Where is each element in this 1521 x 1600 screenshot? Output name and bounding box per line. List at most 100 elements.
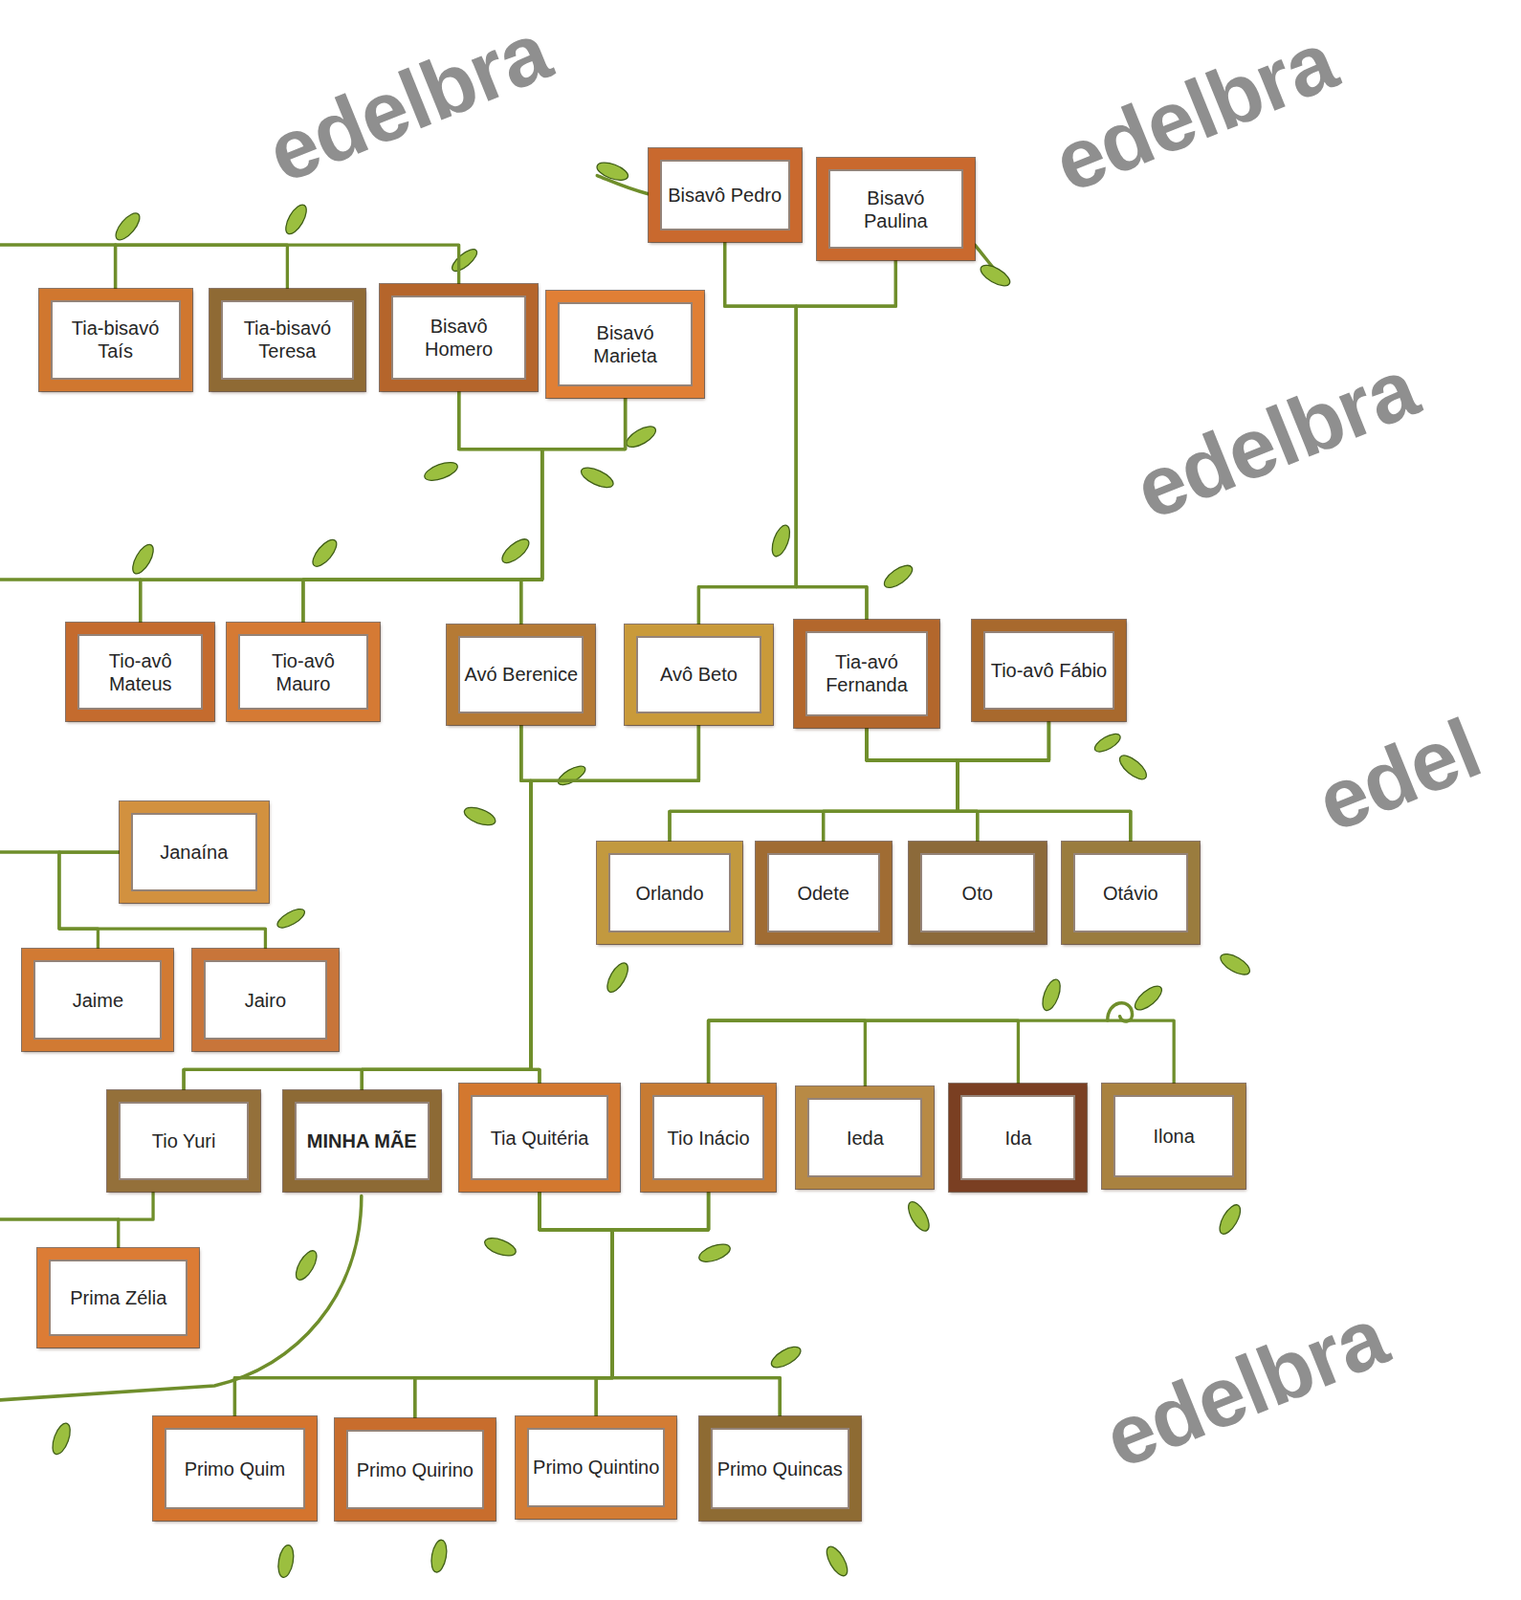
leaf — [48, 1421, 74, 1457]
family-frame: Tia-bisavó Taís — [39, 288, 193, 392]
vine-connector — [115, 244, 288, 289]
family-frame: Tio-avô Mauro — [226, 622, 380, 723]
leaf — [482, 1234, 518, 1260]
family-frame: Avô Beto — [624, 624, 773, 726]
leaf — [768, 1343, 804, 1372]
vine-connector — [234, 1191, 613, 1417]
person-name: Ilona — [1152, 1124, 1194, 1148]
person-name: MINHA MÃE — [307, 1129, 418, 1153]
leaf — [822, 1543, 852, 1580]
vine-curl — [1107, 1003, 1133, 1022]
vine-connector — [234, 1191, 708, 1417]
family-frame: Jairo — [192, 948, 340, 1052]
vine-line — [0, 577, 140, 582]
vine-connector — [698, 242, 796, 625]
vine-connector — [669, 727, 958, 843]
person-name: Otávio — [1102, 881, 1159, 905]
leaf — [274, 905, 308, 932]
watermark: edel — [1303, 699, 1494, 852]
vine-line — [0, 1217, 119, 1222]
vine-connector — [118, 1191, 154, 1249]
vine-connector — [866, 727, 978, 843]
person-name: Odete — [796, 881, 849, 905]
watermark: edelbra — [1040, 12, 1349, 213]
family-frame: Janaína — [119, 801, 269, 904]
person-name: Tio-avô Mateus — [83, 649, 198, 696]
leaf — [276, 1543, 297, 1579]
watermark: edelbra — [1091, 1288, 1400, 1489]
leaf — [623, 422, 660, 452]
vine-connector — [698, 260, 896, 625]
family-frame: Ilona — [1102, 1083, 1245, 1190]
vine-connector — [669, 721, 1049, 842]
family-frame: Jaime — [22, 948, 174, 1052]
vine-connector — [957, 721, 1050, 842]
vine-connector — [708, 1020, 1019, 1084]
family-frame: Primo Quim — [153, 1416, 317, 1521]
person-name: Ida — [1005, 1126, 1033, 1150]
family-frame: Oto — [908, 841, 1047, 945]
family-frame: MINHA MÃE — [283, 1090, 441, 1193]
family-frame: Prima Zélia — [37, 1248, 199, 1348]
vine-connector — [612, 1191, 780, 1417]
person-name: Ieda — [846, 1126, 884, 1150]
family-frame: Tio Yuri — [107, 1090, 261, 1193]
vine-connector — [115, 244, 460, 289]
person-name: Tia-avó Fernanda — [811, 650, 923, 697]
leaf — [128, 541, 157, 577]
family-frame: Ida — [948, 1083, 1087, 1192]
vine-connector — [415, 1191, 709, 1419]
vine-connector — [708, 1020, 866, 1087]
family-frame: Avó Berenice — [446, 624, 596, 726]
family-frame: Otávio — [1061, 841, 1200, 945]
vine-connector — [303, 397, 626, 623]
person-name: Tio Yuri — [152, 1129, 217, 1153]
person-name: Tio Inácio — [667, 1126, 750, 1150]
leaf — [595, 158, 631, 184]
person-name: Oto — [962, 881, 993, 905]
leaf — [1038, 977, 1064, 1014]
leaf — [291, 1248, 321, 1284]
vine-branches — [0, 176, 1133, 1401]
family-frame: Odete — [755, 841, 892, 945]
leaf — [1131, 982, 1167, 1014]
leaf — [421, 459, 460, 485]
person-name: Tia Quitéria — [490, 1126, 590, 1150]
watermark: edelbra — [254, 1, 563, 202]
person-name: Avó Berenice — [463, 662, 578, 686]
family-frame: Orlando — [596, 841, 743, 945]
family-frame: Bisavó Paulina — [816, 157, 975, 261]
person-name: Jairo — [244, 989, 287, 1013]
vine-connector — [361, 725, 531, 1091]
family-frame: Primo Quintino — [515, 1416, 678, 1520]
leaf — [282, 201, 311, 238]
person-name: Tio-avô Fábio — [991, 659, 1108, 683]
leaf — [1116, 751, 1151, 784]
leaf — [768, 523, 794, 559]
leaf — [977, 261, 1014, 290]
family-frame: Tia-bisavó Teresa — [209, 288, 366, 392]
person-name: Tia-bisavó Taís — [56, 316, 176, 363]
person-name: Bisavó Paulina — [834, 186, 958, 233]
vine-connector — [539, 1191, 613, 1417]
family-frame: Tio-avô Fábio — [971, 619, 1126, 723]
person-name: Prima Zélia — [69, 1286, 167, 1310]
leaves — [48, 158, 1253, 1580]
vine-connector — [59, 852, 120, 949]
person-name: Janaína — [159, 840, 228, 864]
vine-connector — [795, 260, 896, 620]
person-name: Primo Quintino — [532, 1455, 660, 1479]
family-frame: Tia Quitéria — [459, 1083, 620, 1192]
vine-connector — [823, 721, 1050, 842]
leaf — [578, 463, 617, 492]
family-frame: Tio-avô Mateus — [66, 622, 215, 723]
watermark: edelbra — [1122, 338, 1431, 539]
person-name: Bisavó Marieta — [563, 321, 687, 368]
vine-line — [0, 1195, 362, 1400]
vine-connector — [539, 1191, 780, 1417]
vine-connector — [459, 391, 543, 625]
leaf — [696, 1240, 732, 1266]
leaf — [555, 762, 589, 789]
person-name: Jaime — [72, 989, 124, 1013]
vine-connector — [957, 721, 1131, 842]
